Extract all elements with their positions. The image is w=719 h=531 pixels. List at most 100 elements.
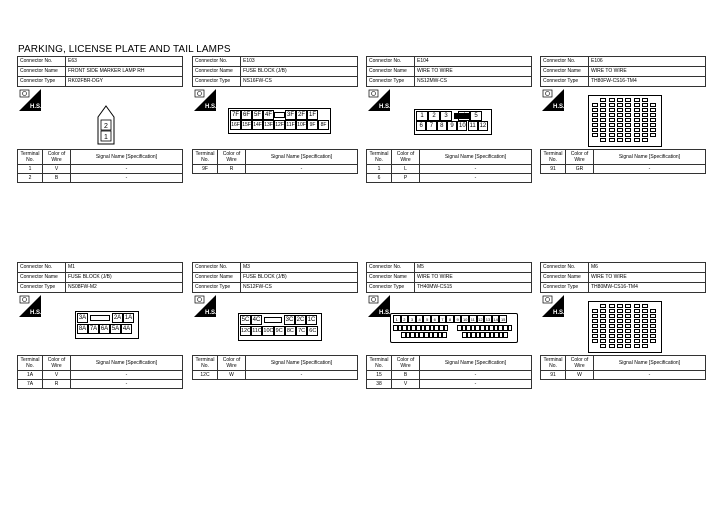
pin [416, 325, 421, 331]
pin [433, 332, 438, 338]
signal-name: - [245, 370, 358, 380]
key-slot [274, 112, 285, 118]
pin [616, 334, 623, 338]
pin [600, 334, 607, 338]
pin [406, 325, 412, 331]
label-connector-no: Connector No. [192, 262, 241, 273]
signal-name: - [70, 173, 183, 183]
table-row: 38 V - [366, 379, 532, 389]
connector-diagram: H.S. [540, 293, 706, 355]
pin: 14F [252, 120, 263, 130]
wire-color: V [42, 164, 71, 174]
pin [592, 133, 598, 137]
pin: 8F [318, 120, 329, 130]
label-connector-no: Connector No. [17, 56, 66, 67]
pin: 6F [241, 110, 252, 120]
pin [641, 339, 648, 343]
pin [616, 339, 623, 343]
label-connector-no: Connector No. [540, 262, 589, 273]
pin: 4 [415, 315, 424, 323]
connector-type: RK02FBR-DGY [65, 76, 183, 87]
header-signal-name: Signal Name [Specification] [70, 355, 183, 371]
pin [641, 314, 648, 318]
label-connector-no: Connector No. [366, 56, 415, 67]
label-connector-type: Connector Type [17, 76, 66, 87]
pin: 5 [423, 315, 431, 323]
pin [489, 332, 495, 338]
table-row: 9F R - [192, 164, 358, 174]
pin: 8 [436, 121, 447, 131]
signal-name: - [70, 164, 183, 174]
label-connector-no: Connector No. [17, 262, 66, 273]
hs-label: H.S. [553, 104, 564, 110]
pin [608, 108, 615, 112]
pin [608, 324, 615, 328]
pin: 12F [274, 120, 285, 130]
pin: 7F [230, 110, 241, 120]
wire-color: W [565, 370, 594, 380]
pin [489, 325, 494, 331]
header-signal-name: Signal Name [Specification] [419, 355, 532, 371]
signal-name: - [70, 370, 183, 380]
label-connector-type: Connector Type [366, 282, 415, 293]
harness-side-icon: H.S. [194, 295, 216, 317]
pin [641, 334, 648, 338]
pin [608, 128, 615, 132]
pin [633, 138, 640, 142]
pin [641, 128, 648, 132]
terminal-no: 6 [366, 173, 392, 183]
label-connector-type: Connector Type [17, 282, 66, 293]
pin: 7 [438, 315, 447, 323]
label-connector-type: Connector Type [540, 76, 589, 87]
pin [616, 113, 623, 117]
pin [608, 103, 615, 107]
pin [641, 138, 648, 142]
table-row: 6 P - [366, 173, 532, 183]
harness-side-icon: H.S. [194, 89, 216, 111]
pin: 3A [77, 313, 88, 323]
pin [608, 133, 615, 137]
pin: 9C [273, 326, 285, 336]
pin [592, 123, 598, 127]
pin [428, 332, 434, 338]
connector-no: M5 [414, 262, 532, 273]
harness-side-icon: H.S. [19, 295, 41, 317]
connector-name: WIRE TO WIRE [414, 66, 532, 77]
pin: 2A [112, 313, 123, 323]
pin [608, 344, 615, 348]
pin: 4C [251, 315, 262, 325]
pin [633, 339, 640, 343]
pin [600, 138, 607, 142]
pin: 3F [285, 110, 296, 120]
pin [507, 325, 513, 331]
header-signal-name: Signal Name [Specification] [593, 355, 706, 371]
terminal-no: 9F [192, 164, 218, 174]
header-color-of-wire: Color of Wire [391, 149, 420, 165]
connector-type: NS08FW-M2 [65, 282, 183, 293]
pin [470, 325, 476, 331]
connector-no: E104 [414, 56, 532, 67]
pin [503, 332, 508, 338]
pin [625, 344, 632, 348]
pin [498, 332, 504, 338]
pin: 7A [88, 324, 99, 334]
pin [633, 314, 640, 318]
pin: 11 [467, 121, 478, 131]
pin [608, 98, 615, 102]
pin [650, 128, 657, 132]
pin [633, 324, 640, 328]
pin [401, 332, 406, 338]
pin [616, 304, 623, 308]
connector-name: WIRE TO WIRE [414, 272, 532, 283]
wire-color: B [391, 370, 420, 380]
svg-text:2: 2 [104, 123, 108, 130]
pin: 11 [469, 315, 477, 323]
pin [466, 332, 472, 338]
pin: 3C [284, 315, 295, 325]
